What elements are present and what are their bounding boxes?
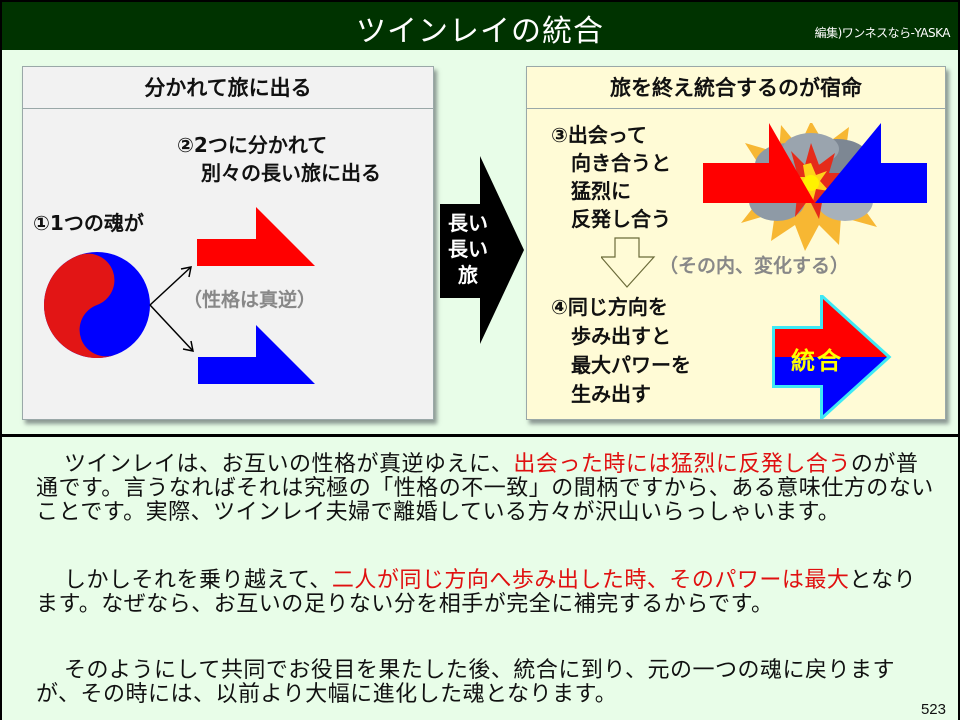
paragraph-2-highlight: 二人が同じ方向へ歩み出した時、そのパワーは最大 (331, 568, 850, 593)
step4-line2: 歩み出すと (571, 324, 671, 348)
paragraph-1-text: ツインレイは、お互いの性格が真逆ゆえに、 (64, 452, 514, 477)
paragraph-1-text-cont: のが普通です。言うなればそれは究極の「性格の不一致」の間柄ですから、ある意味仕方… (36, 452, 934, 525)
paragraph-2-text: しかしそれを乗り越えて、 (64, 568, 332, 593)
step3-line2: 向き合うと (571, 151, 671, 175)
step2-line1: ②2つに分かれて (177, 133, 328, 157)
step4-line3: 最大パワーを (571, 353, 691, 377)
paragraph-1-highlight: 出会った時には猛烈に反発し合う (513, 452, 851, 477)
paragraph-1: ツインレイは、お互いの性格が真逆ゆえに、出会った時には猛烈に反発し合うのが普通で… (36, 453, 936, 525)
title-bar: ツインレイの統合 編集)ワンネスなら-YASKA (2, 2, 958, 50)
arrow-text-line2: 長い (448, 237, 488, 261)
yin-yang-icon (44, 252, 194, 358)
step4-line4: 生み出す (571, 382, 651, 406)
arrow-text-line1: 長い (448, 211, 488, 235)
paragraph-2-text-cont: となります。なぜなら、お互いの足りない分を相手が完全に補完するからです。 (36, 568, 917, 617)
panel-destiny-union: 旅を終え統合するのが宿命 ③出会って 向き合うと 猛烈に 反発し合う (526, 66, 946, 420)
page-number: 523 (920, 701, 946, 718)
paragraph-3: そのようにして共同でお役目を果たした後、統合に到り、元の一つの魂に戻りますが、そ… (36, 659, 936, 707)
step2-line2: 別々の長い旅に出る (201, 161, 381, 185)
explosion-collision-icon (703, 123, 927, 251)
panel-separate-journey: 分かれて旅に出る ②2つに分かれて 別々の長い旅に出る ①1つの魂が （性格は真… (22, 66, 434, 420)
change-note: （その内、変化する） (659, 255, 850, 277)
blue-arrow-icon (198, 325, 315, 384)
slide-title: ツインレイの統合 (356, 14, 604, 49)
union-arrow-icon (772, 295, 892, 419)
union-label: 統合 (791, 347, 843, 375)
paragraph-2: しかしそれを乗り越えて、二人が同じ方向へ歩み出した時、そのパワーは最大となります… (36, 569, 936, 617)
credit-text: 編集)ワンネスなら-YASKA (814, 26, 951, 40)
explanation-body: ツインレイは、お互いの性格が真逆ゆえに、出会った時には猛烈に反発し合うのが普通で… (2, 434, 958, 720)
panel-heading: 分かれて旅に出る (23, 67, 433, 109)
step3-line3: 猛烈に (571, 179, 631, 203)
paragraph-3-text: そのようにして共同でお役目を果たした後、統合に到り、元の一つの魂に戻りますが、そ… (36, 658, 895, 707)
panel-heading: 旅を終え統合するのが宿命 (527, 67, 945, 109)
long-journey-label: 長い 長い 旅 (448, 210, 498, 288)
arrow-text-line3: 旅 (458, 263, 478, 287)
long-journey-arrow-icon (440, 156, 524, 344)
personality-note: （性格は真逆） (183, 289, 317, 311)
step4-line1: ④同じ方向を (551, 295, 668, 319)
step3-line1: ③出会って (551, 123, 647, 147)
step1-label: ①1つの魂が (33, 211, 144, 235)
step3-line4: 反発し合う (571, 207, 671, 231)
red-arrow-icon (197, 207, 315, 266)
down-arrow-icon (601, 237, 656, 288)
